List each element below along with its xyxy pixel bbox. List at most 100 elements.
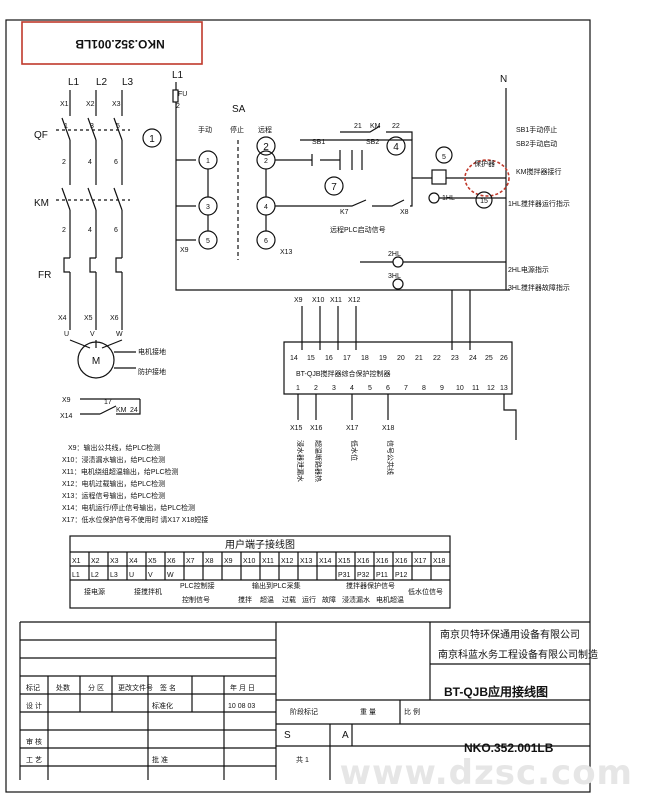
callout-2 [256, 136, 276, 156]
sa-num-2: 2 [264, 158, 268, 165]
callout-5-num: 5 [442, 154, 446, 161]
vlabel-lowwater: 低水位 [350, 440, 359, 461]
sa-num-3: 3 [206, 204, 210, 211]
table-cell-terminal: X7 [186, 558, 195, 565]
term-bot-12: 12 [487, 385, 495, 392]
table-cell-terminal: X16 [395, 558, 408, 565]
qf-num-6: 6 [114, 159, 118, 166]
term-top-18: 18 [361, 355, 369, 362]
sub-motortemp: 电机超温 [376, 595, 404, 604]
row-date: 10 08 03 [228, 703, 255, 710]
mirror-title-box [21, 21, 203, 65]
protector-highlight [464, 159, 510, 197]
protect-ground: 防护接地 [138, 367, 166, 376]
mech-links [56, 129, 130, 201]
term-top-19: 19 [379, 355, 387, 362]
term-bot-9: 9 [440, 385, 444, 392]
km-label-ctrl: KM [370, 123, 381, 130]
drawing-number: NKO.352.001LB [464, 741, 554, 755]
stage-a: A [342, 730, 349, 741]
company-2: 南京科蓝水务工程设备有限公司制造 [438, 648, 598, 661]
motor-leads [69, 339, 123, 349]
term-top-20: 20 [397, 355, 405, 362]
label-sb1: SB1 [312, 139, 325, 146]
term-top-26: 26 [500, 355, 508, 362]
sa-num-1: 1 [206, 158, 210, 165]
term-top-14: 14 [290, 355, 298, 362]
motor-label: M [92, 356, 100, 367]
term-top-x12: X12 [348, 297, 361, 304]
label-qf: QF [34, 130, 48, 141]
page-border [5, 19, 591, 793]
phase-wires-out [69, 272, 123, 330]
sub-overload: 过载 [282, 595, 296, 604]
km-num-4: 4 [88, 227, 92, 234]
table-cell-terminal: X6 [167, 558, 176, 565]
qf-num-2: 2 [62, 159, 66, 166]
x14-km-24: 24 [130, 407, 138, 414]
vlabel-overheat: 超温断路器热 [314, 440, 323, 482]
table-cell-terminal: X5 [148, 558, 157, 565]
control-circuit: L1 FU 2 N SA 手动 停止 远程 1 2 3 4 5 6 X9 X13… [172, 70, 570, 292]
phase-l2: L2 [96, 77, 108, 88]
x14-km-17: 17 [104, 399, 112, 406]
term-top-15: 15 [307, 355, 315, 362]
pushbutton-contacts [311, 150, 363, 170]
label-2hl: 2HL [388, 251, 401, 258]
km-22: 22 [392, 123, 400, 130]
x14-power: X14 [60, 413, 73, 420]
callout-15 [475, 191, 493, 209]
controller-box [283, 341, 513, 395]
group-plc-out: 输出到PLC采集 [252, 581, 301, 590]
note-sb1: SB1手动停止 [516, 125, 557, 134]
term-bot-13: 13 [500, 385, 508, 392]
hdr-mark: 标记 [26, 683, 40, 692]
table-title: 用户端子接线图 [225, 538, 295, 551]
term-bot-11: 11 [472, 385, 479, 392]
callout-1-num: 1 [149, 134, 155, 145]
note-1hl: 1HL搅拌器运行指示 [508, 199, 570, 208]
table-cell-terminal: X1 [72, 558, 81, 565]
term-x5: X5 [84, 315, 93, 322]
term-top-x9: X9 [294, 297, 303, 304]
table-cell-terminal: X16 [376, 558, 389, 565]
group-protect: 搅拌器保护信号 [346, 581, 395, 590]
callout-4-num: 4 [393, 142, 399, 153]
l1-bus [175, 82, 510, 291]
sa-vertical [207, 169, 267, 231]
sub-ctrl: 控制信号 [182, 595, 210, 604]
table-cell-terminal: X17 [414, 558, 427, 565]
label-fr: FR [38, 270, 51, 281]
callout-4 [386, 136, 406, 156]
fr-elements [63, 257, 122, 273]
callout-7-num: 7 [331, 182, 337, 193]
sa-num-4: 4 [264, 204, 268, 211]
term-bot-x18: X18 [382, 425, 395, 432]
term-bot-1: 1 [296, 385, 300, 392]
km-contacts [61, 187, 123, 211]
x14-circuit [80, 398, 141, 415]
term-bot-4: 4 [350, 385, 354, 392]
table-cell-signal: W [167, 572, 174, 579]
terminal-bottom-wires [297, 394, 517, 440]
motor-ground: 电机接地 [138, 347, 166, 356]
row-process: 工 艺 [26, 756, 42, 764]
hdr-docno: 更改文件号 [118, 683, 153, 692]
company-1: 南京贝特环保通用设备有限公司 [440, 628, 580, 641]
sa-num-6: 6 [264, 238, 268, 245]
table-cell-signal: V [148, 572, 153, 579]
callout-15-num: 15 [480, 198, 488, 205]
term-bot-x17: X17 [346, 425, 359, 432]
label-sb2: SB2 [366, 139, 379, 146]
sub-run: 运行 [302, 595, 316, 604]
legend-x13: X13：运程信号输出，给PLC检测 [62, 491, 165, 500]
note-2hl: 2HL电源指示 [508, 265, 549, 274]
table-cell-terminal: X16 [357, 558, 370, 565]
motor-symbol [77, 341, 115, 379]
term-top-24: 24 [469, 355, 477, 362]
sub-mix: 搅拌 [238, 595, 252, 604]
tb-cols [47, 676, 225, 780]
table-cell-terminal: X8 [205, 558, 214, 565]
vlabel-common: 信号公共线 [386, 440, 395, 475]
table-cell-signal: P32 [357, 572, 370, 579]
